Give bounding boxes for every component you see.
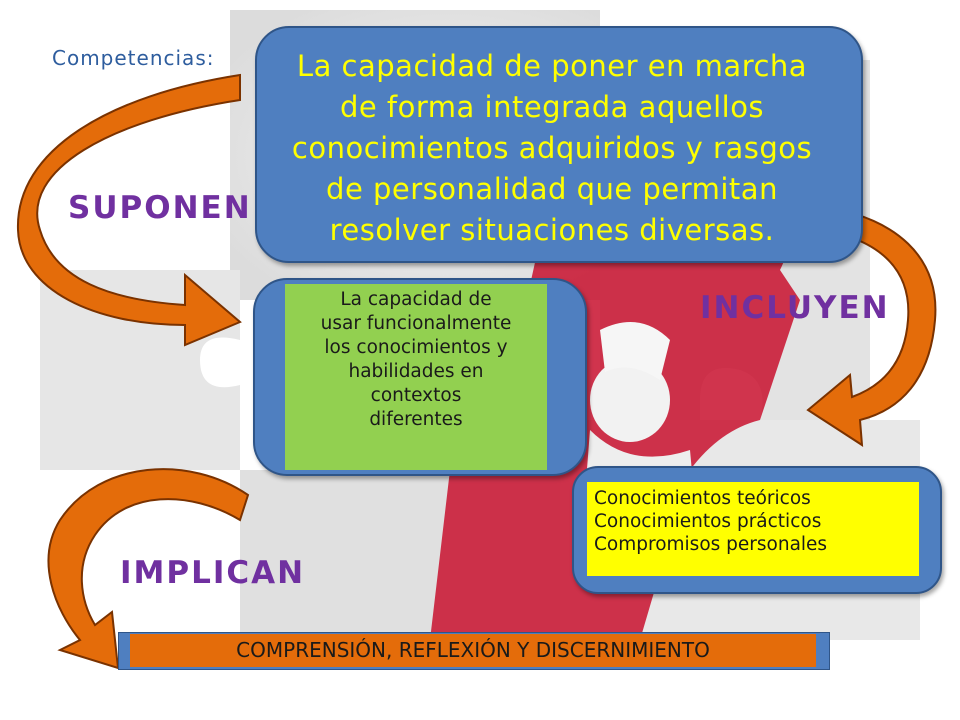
main-definition-line: La capacidad de poner en marcha bbox=[296, 49, 808, 83]
incluyen-item: Conocimientos teóricos bbox=[594, 488, 811, 509]
incluyen-box-list: Conocimientos teóricos Conocimientos prá… bbox=[594, 487, 827, 556]
implican-bar-text: COMPRENSIÓN, REFLEXIÓN Y DISCERNIMIENTO bbox=[236, 638, 710, 662]
suponen-line: contextos bbox=[370, 385, 462, 406]
implican-arrow bbox=[47, 468, 250, 670]
suponen-line: usar funcionalmente bbox=[320, 313, 512, 334]
suponen-line: diferentes bbox=[369, 409, 463, 430]
incluyen-item: Compromisos personales bbox=[594, 534, 828, 555]
main-definition-line: resolver situaciones diversas. bbox=[329, 213, 775, 247]
implican-bar-fill bbox=[130, 634, 816, 667]
implican-label: IMPLICAN bbox=[120, 555, 306, 591]
suponen-line: La capacidad de bbox=[340, 289, 492, 310]
competencias-heading: Competencias: bbox=[52, 46, 215, 70]
incluyen-box-fill bbox=[587, 482, 919, 576]
suponen-arrow bbox=[16, 73, 242, 347]
incluyen-label: INCLUYEN bbox=[700, 290, 890, 326]
suponen-line: habilidades en bbox=[348, 361, 484, 382]
suponen-label: SUPONEN bbox=[68, 190, 252, 226]
suponen-line: los conocimientos y bbox=[324, 337, 508, 358]
main-definition-line: de forma integrada aquellos bbox=[339, 90, 765, 124]
main-definition-line: conocimientos adquiridos y rasgos bbox=[291, 131, 813, 165]
suponen-box-text: La capacidad de usar funcionalmente los … bbox=[285, 288, 547, 432]
incluyen-arrow bbox=[803, 203, 937, 447]
main-definition-text: La capacidad de poner en marcha de forma… bbox=[272, 46, 832, 251]
suponen-box-fill bbox=[285, 284, 547, 470]
main-definition-line: de personalidad que permitan bbox=[326, 172, 778, 206]
incluyen-item: Conocimientos prácticos bbox=[594, 511, 822, 532]
main-definition-box bbox=[255, 26, 863, 263]
